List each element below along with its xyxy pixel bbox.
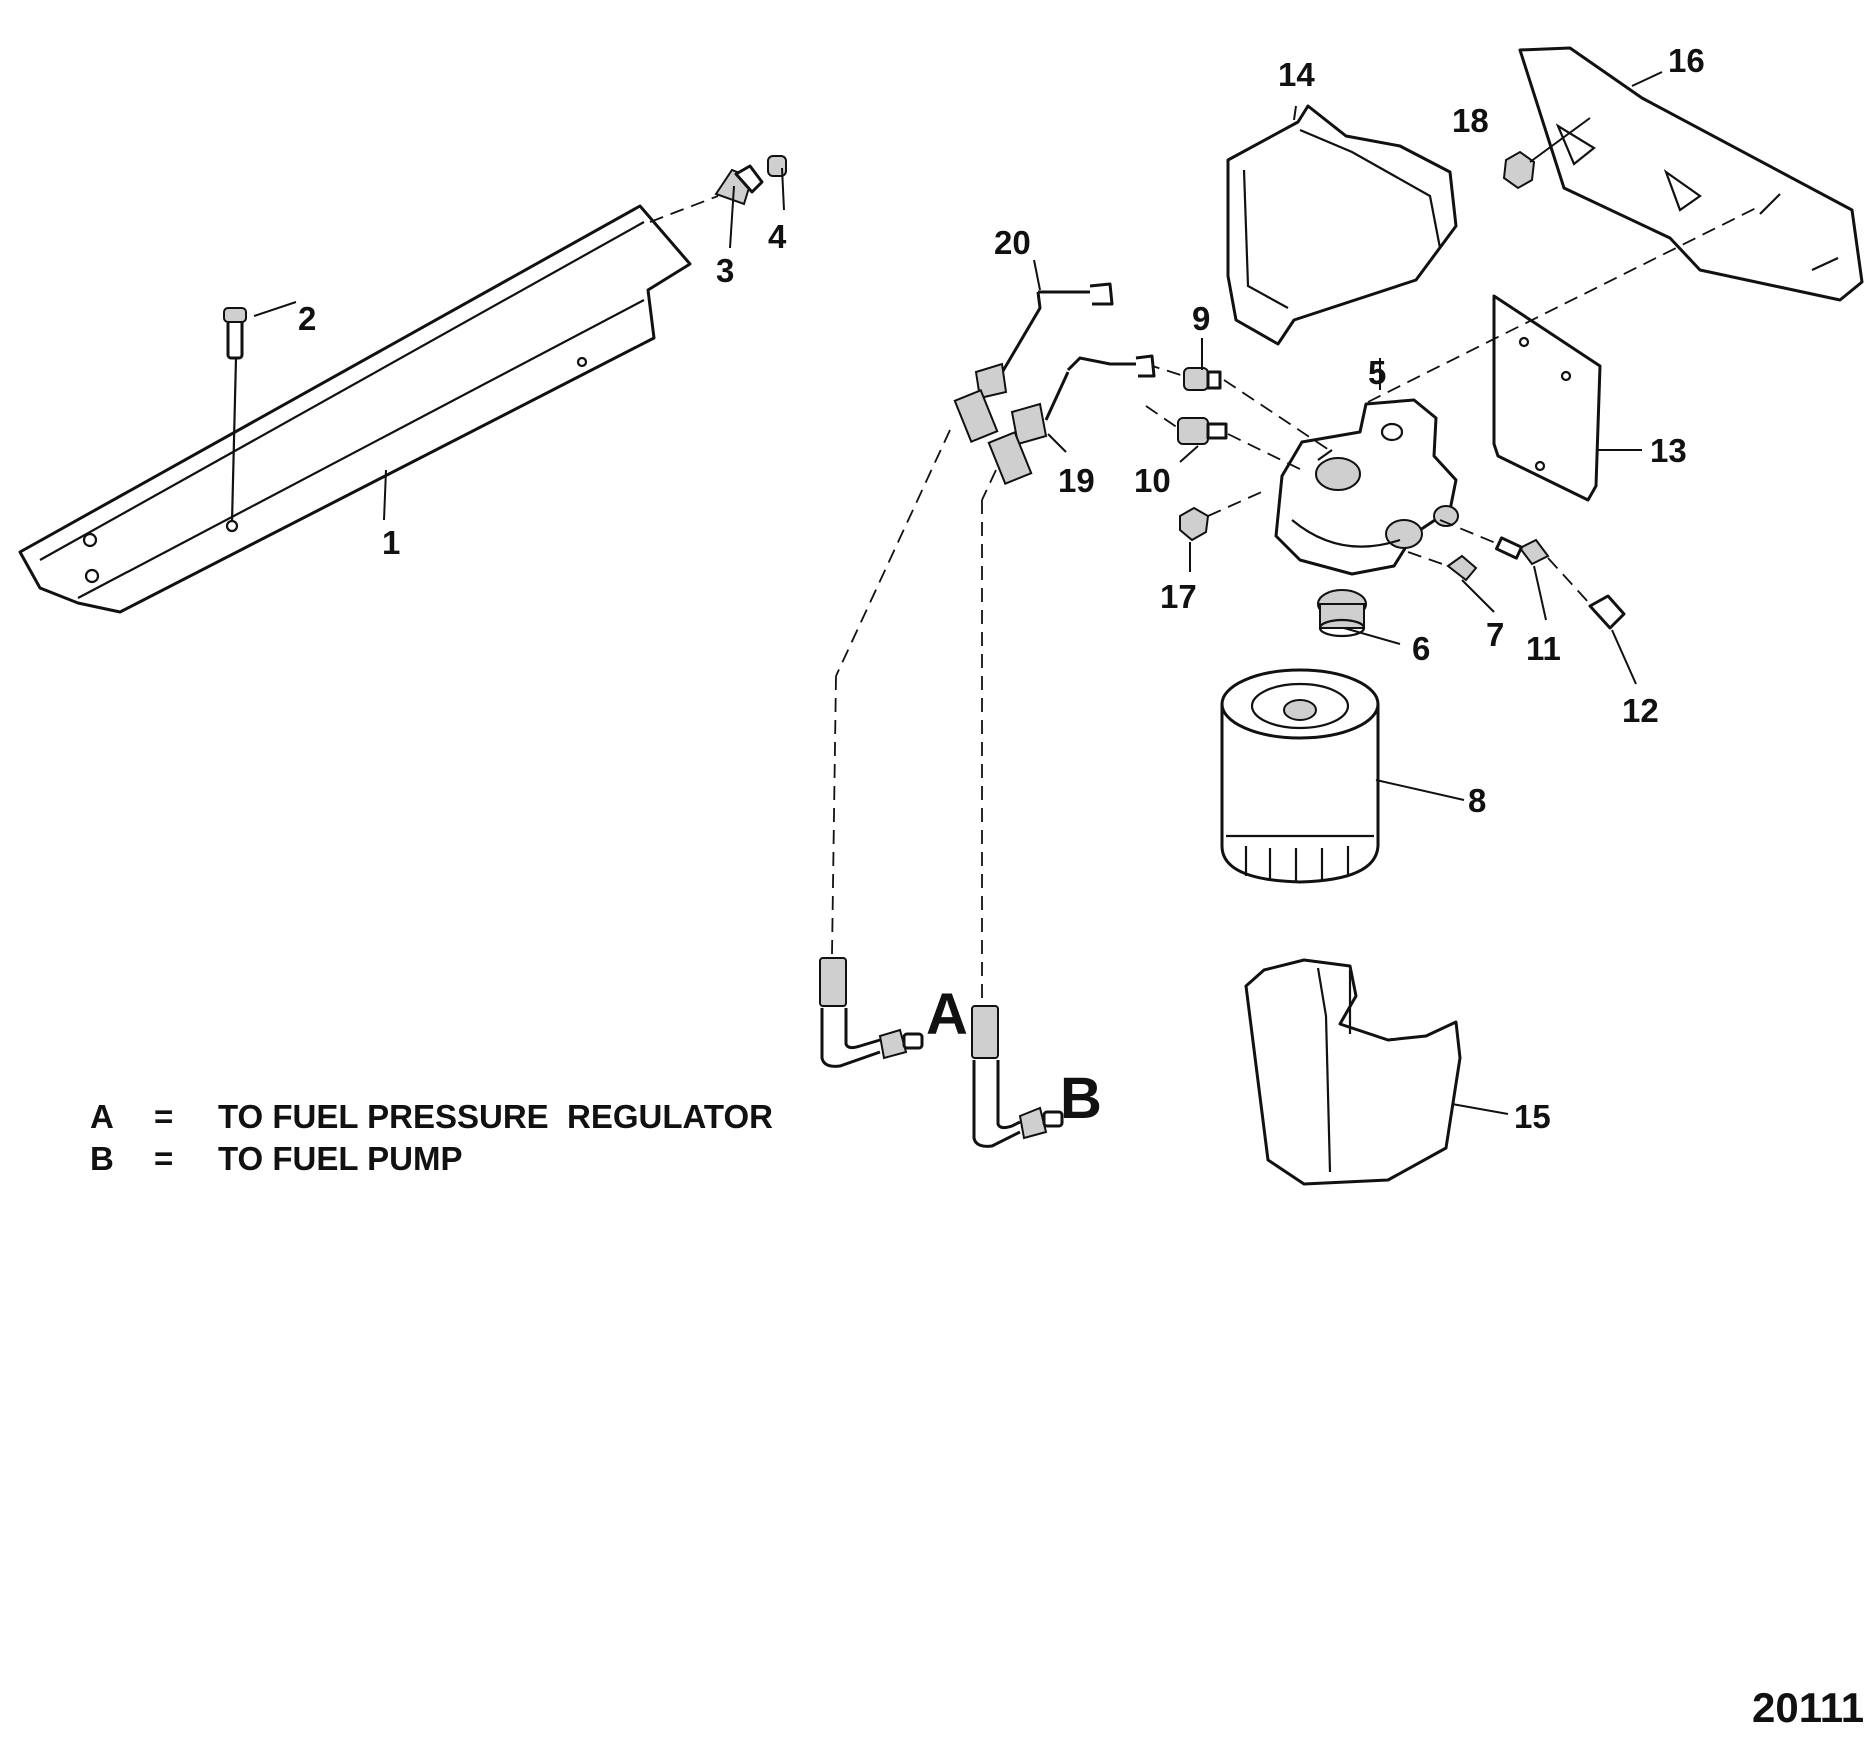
callout-12: 12	[1622, 692, 1659, 729]
legend: A = TO FUEL PRESSURE REGULATOR B = TO FU…	[90, 1098, 773, 1177]
callout-13: 13	[1650, 432, 1687, 469]
callout-2: 2	[298, 300, 316, 337]
hose-20	[819, 282, 1114, 1068]
legend-key-a: A	[90, 1098, 114, 1135]
fitting-7	[1446, 554, 1478, 582]
legend-eq-b: =	[154, 1140, 173, 1177]
nut	[1502, 150, 1536, 190]
callout-20: 20	[994, 224, 1031, 261]
callout-7: 7	[1486, 616, 1504, 653]
drawing-number: 20111	[1752, 1684, 1864, 1731]
callout-6: 6	[1412, 630, 1430, 667]
fitting-9	[1183, 367, 1222, 391]
callout-18: 18	[1452, 102, 1489, 139]
callout-14: 14	[1278, 56, 1315, 93]
legend-eq-a: =	[154, 1098, 173, 1135]
filter-cover-bottom	[1244, 958, 1462, 1186]
mounting-bracket	[1518, 46, 1864, 302]
callout-9: 9	[1192, 300, 1210, 337]
fitting-and-cap	[649, 155, 787, 223]
callout-4: 4	[768, 218, 787, 255]
callout-10: 10	[1134, 462, 1171, 499]
plug-6	[1317, 589, 1367, 638]
legend-key-b: B	[90, 1140, 114, 1177]
connection-label-b: B	[1060, 1066, 1102, 1131]
connection-label-a: A	[926, 982, 968, 1047]
plug-17	[1179, 506, 1210, 542]
fuel-rail-cover	[18, 204, 692, 614]
legend-text-a: TO FUEL PRESSURE REGULATOR	[218, 1098, 773, 1135]
fitting-11	[1494, 536, 1550, 566]
callout-19: 19	[1058, 462, 1095, 499]
fitting-12	[1588, 594, 1626, 630]
legend-text-b: TO FUEL PUMP	[218, 1140, 462, 1177]
callout-15: 15	[1514, 1098, 1551, 1135]
callout-11: 11	[1526, 630, 1561, 667]
filter-head	[1274, 398, 1459, 576]
screw	[223, 307, 247, 533]
callout-1: 1	[382, 524, 400, 561]
callout-8: 8	[1468, 782, 1486, 819]
fitting-10	[1177, 417, 1228, 445]
callout-3: 3	[716, 252, 734, 289]
hose-19	[971, 354, 1156, 1148]
fuel-filter-element	[1220, 668, 1380, 884]
filter-cover-top	[1226, 104, 1458, 346]
gasket-plate	[1492, 294, 1602, 502]
callout-16: 16	[1668, 42, 1705, 79]
callout-5: 5	[1368, 354, 1386, 391]
callout-17: 17	[1160, 578, 1197, 615]
